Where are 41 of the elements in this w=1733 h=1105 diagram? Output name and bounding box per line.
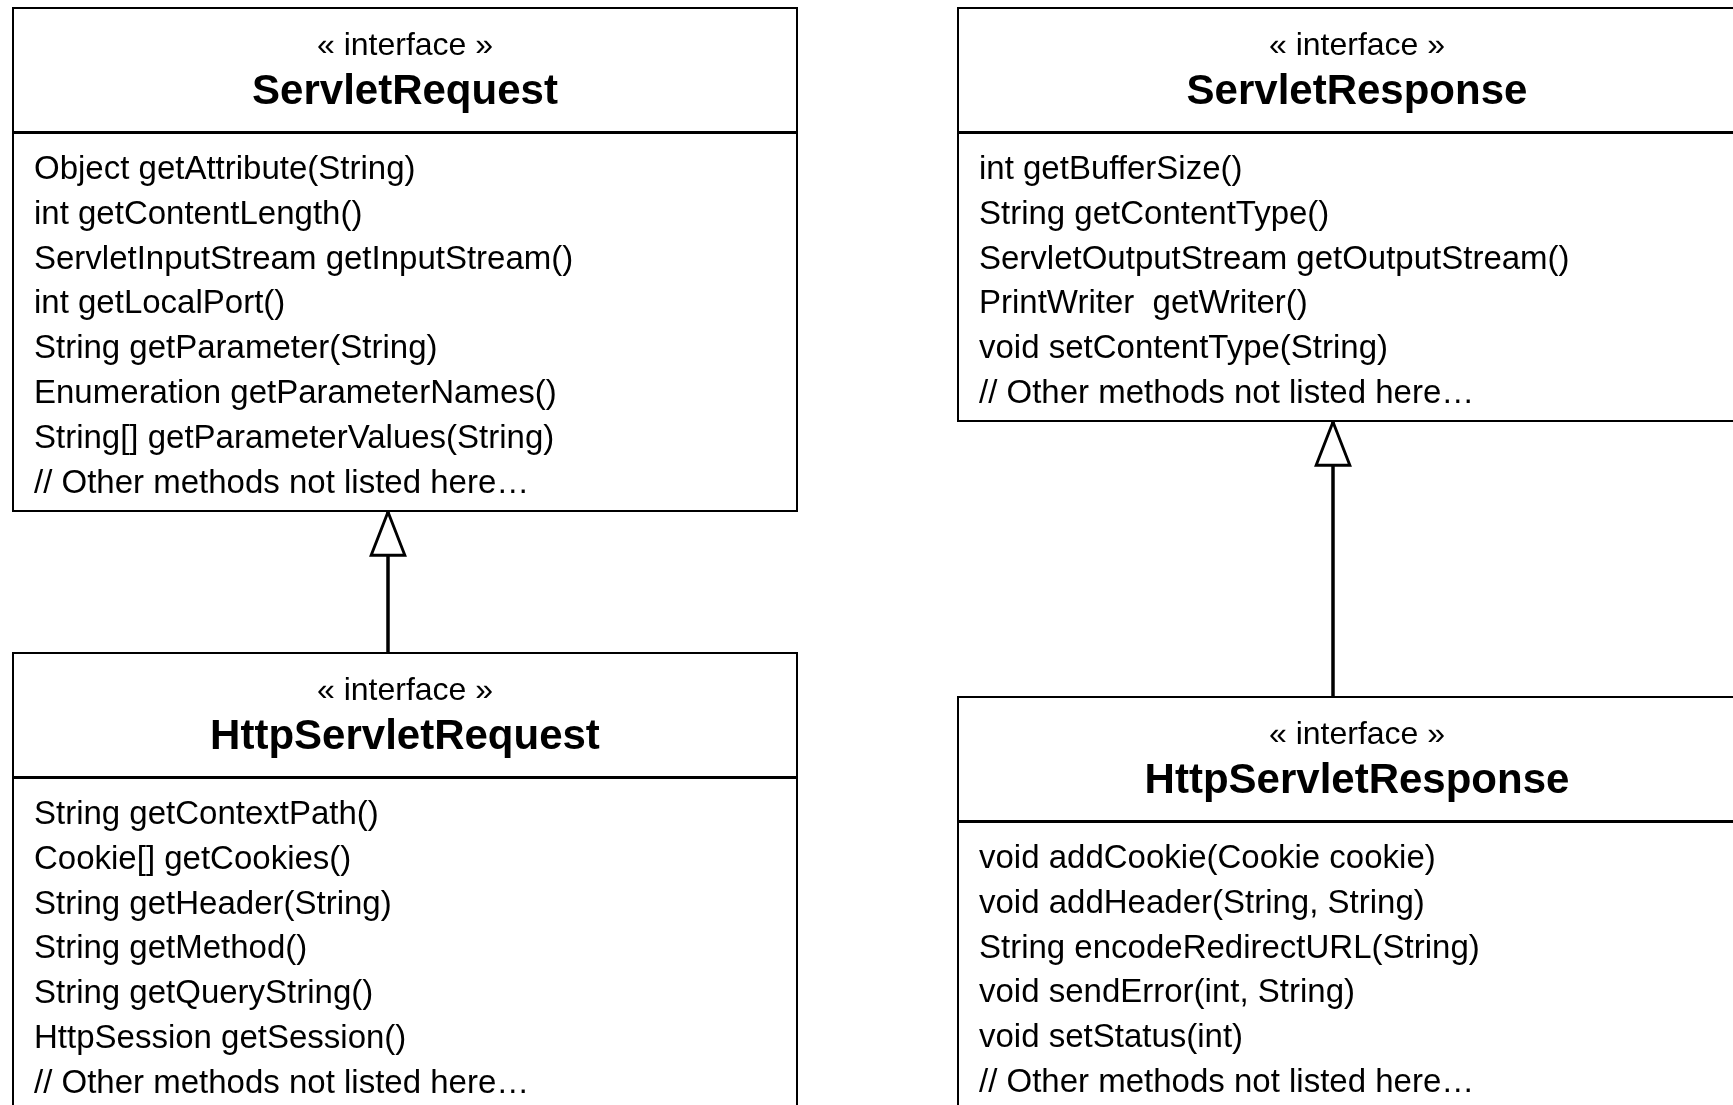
method-signature: Object getAttribute(String) [34,148,417,188]
method-signature: // Other methods not listed here… [979,372,1476,412]
stereotype-label: « interface » [1268,25,1446,64]
class-name: ServletResponse [1186,65,1528,115]
method-signature: Cookie[] getCookies() [34,837,353,878]
method-signature: String getContentType() [979,192,1331,233]
method-signature: String getQueryString() [34,972,375,1013]
method-signature: int getContentLength() [34,192,364,233]
method-signature: PrintWriter getWriter() [979,282,1309,323]
class-box [957,7,1733,422]
method-signature: String getContextPath() [34,793,380,833]
generalization-arrow [1314,420,1352,696]
method-signature: // Other methods not listed here… [34,461,531,502]
stereotype-label: « interface » [1268,714,1446,753]
class-name: HttpServletRequest [210,710,600,760]
stereotype-label: « interface » [316,670,494,709]
method-signature: String getMethod() [34,927,309,968]
method-signature: int getBufferSize() [979,148,1244,188]
method-signature: void addCookie(Cookie cookie) [979,837,1437,877]
method-signature: Enumeration getParameterNames() [34,372,558,412]
class-box [12,652,798,1105]
class-box [12,7,798,512]
method-signature: void sendError(int, String) [979,971,1356,1012]
class-name: ServletRequest [252,65,558,115]
method-signature: // Other methods not listed here… [34,1061,531,1102]
stereotype-label: « interface » [316,25,494,64]
class-name: HttpServletResponse [1144,754,1570,804]
generalization-arrow [369,510,407,652]
method-signature: String[] getParameterValues(String) [34,416,556,457]
method-signature: String getParameter(String) [34,327,439,368]
method-signature: ServletOutputStream getOutputStream() [979,237,1571,278]
method-signature: String getHeader(String) [34,882,393,923]
method-signature: // Other methods not listed here… [979,1061,1476,1101]
method-signature: HttpSession getSession() [34,1017,408,1057]
method-signature: ServletInputStream getInputStream() [34,237,575,278]
method-signature: void setContentType(String) [979,327,1390,368]
method-signature: void setStatus(int) [979,1016,1245,1057]
method-signature: String encodeRedirectURL(String) [979,926,1481,967]
class-box [957,696,1733,1105]
method-signature: int getLocalPort() [34,282,287,323]
method-signature: void addHeader(String, String) [979,881,1426,922]
